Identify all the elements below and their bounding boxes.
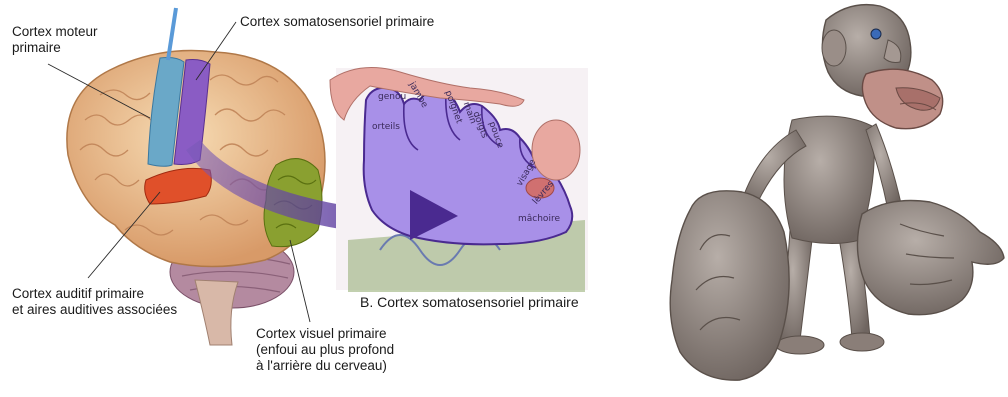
- map-label-orteils: orteils: [372, 122, 400, 132]
- map-label-machoire: mâchoire: [518, 214, 560, 224]
- label-auditory-line2: et aires auditives associées: [12, 302, 177, 318]
- label-motor-cortex-line2: primaire: [12, 40, 98, 56]
- label-visual-line3: à l'arrière du cerveau): [256, 358, 394, 374]
- label-motor-cortex: Cortex moteur primaire: [12, 24, 98, 56]
- label-visual-cortex: Cortex visuel primaire (enfoui au plus p…: [256, 326, 394, 374]
- label-visual-line2: (enfoui au plus profond: [256, 342, 394, 358]
- brainstem: [195, 280, 238, 345]
- section-caption: B. Cortex somatosensoriel primaire: [360, 294, 579, 310]
- label-somatosensory-cortex: Cortex somatosensoriel primaire: [240, 14, 434, 30]
- left-hand: [670, 191, 789, 380]
- label-visual-line1: Cortex visuel primaire: [256, 326, 394, 342]
- map-label-genou: genou: [378, 92, 406, 102]
- label-auditory-line1: Cortex auditif primaire: [12, 286, 177, 302]
- homunculus-figure: [670, 5, 1004, 381]
- label-auditory-cortex: Cortex auditif primaire et aires auditiv…: [12, 286, 177, 318]
- label-motor-cortex-line1: Cortex moteur: [12, 24, 98, 40]
- eye: [871, 29, 881, 39]
